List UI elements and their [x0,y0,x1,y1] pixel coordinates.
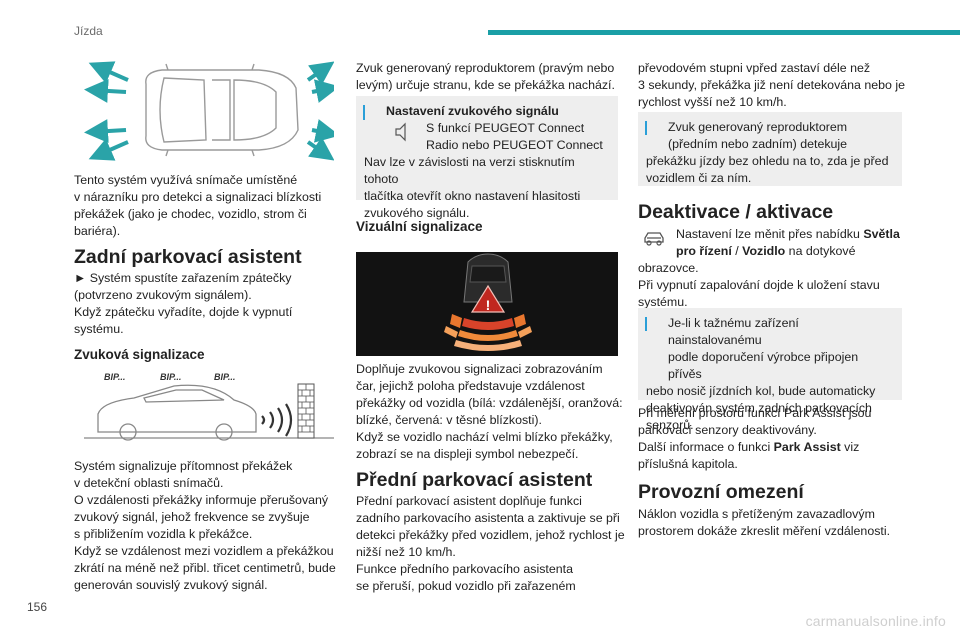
note-line: překážku jízdy bez ohledu na to, zda je … [646,154,889,168]
front-line: nižší než 10 km/h. [356,545,456,559]
intro-line: bariéra). [74,224,121,238]
menu-lights-cont: pro řízení [676,244,732,258]
note-line: zvukového signálu. [364,206,470,220]
sound-line: Systém signalizuje přítomnost překážek [74,459,293,473]
pa-line: Při měření prostoru funkcí Park Assist j… [638,406,872,420]
page-number: 156 [27,600,48,614]
visual-line: překážky od vozidla (bílá: vzdálenější, … [356,396,623,410]
front-line: Přední parkovací asistent doplňuje funkc… [356,494,582,508]
deact-text: na dotykové [785,244,856,258]
svg-text:!: ! [486,297,491,313]
sound-line: v detekční oblasti snímačů. [74,476,224,490]
visual-line: čar, jejichž poloha představuje vzdáleno… [356,379,585,393]
rear-line: ► Systém spustíte zařazením zpátečky [74,271,292,285]
note-towbar: Je-li k tažnému zařízení nainstalovanému… [638,308,902,432]
note-title: Nastavení zvukového signálu [386,104,559,118]
rear-line: (potvrzeno zvukovým signálem). [74,288,252,302]
note-line: Zvuk generovaný reproduktorem [668,120,848,134]
beep-label: BIP... [160,372,182,382]
top-line: levým) určuje stranu, kde se překážka na… [356,78,615,92]
visual-line: Když se vozidlo nachází velmi blízko pře… [356,430,613,444]
deact-line: pro řízení / Vozidlo na dotykové [638,243,908,260]
note-line: podle doporučení výrobce připojen přívěs [668,350,859,381]
top-line: 3 sekundy, překážka již není detekována … [638,78,906,92]
note-line: vozidlem či za ním. [646,171,752,185]
speaker-icon [394,122,410,142]
note-line: deaktivován systém zadních parkovacích [646,401,872,415]
front-line: zadního parkovacího asistenta a zaktivuj… [356,511,620,525]
heading-front-assist: Přední parkovací asistent [356,469,593,491]
beep-label: BIP... [104,372,126,382]
pa-text: viz [840,440,860,454]
park-assist-ref: Park Assist [773,440,841,454]
front-line: Funkce předního parkovacího asistenta [356,562,573,576]
sound-signal-illustration: BIP... BIP... BIP... [84,370,334,448]
sound-line: zkrátí na méně než přibl. třicet centime… [74,561,336,575]
top-line: Zvuk generovaný reproduktorem (pravým ne… [356,61,615,75]
parking-display-photo: ! [356,252,618,356]
rear-line: Když zpátečku vyřadíte, dojde k vypnutí [74,305,293,319]
note-line: (předním nebo zadním) detekuje [668,137,848,151]
note-line: Radio nebo PEUGEOT Connect [426,138,603,152]
menu-lights: Světla [863,227,900,241]
top-line: převodovém stupni vpřed zastaví déle než [638,61,871,75]
intro-line: v nárazníku pro detekci a signalizaci bl… [74,190,322,204]
beep-label: BIP... [214,372,236,382]
visual-line: zobrazí se na displeji symbol nebezpečí. [356,447,579,461]
note-speaker: Zvuk generovaný reproduktorem (předním n… [638,112,902,186]
intro-line: Tento systém využívá snímače umístěné [74,173,298,187]
heading-deactivation: Deaktivace / aktivace [638,201,834,223]
watermark: carmanualsonline.info [805,613,946,629]
section-label: Jízda [74,24,103,38]
top-accent-rule [488,30,960,35]
deact-text: Nastavení lze měnit přes nabídku [676,227,864,241]
heading-sound-signal: Zvuková signalizace [74,347,205,362]
heading-rear-assist: Zadní parkovací asistent [74,246,302,268]
deact-line: Při vypnutí zapalování dojde k uložení s… [638,278,880,292]
pa-line: Další informace o funkci Park Assist viz [638,439,908,456]
car-menu-icon [642,230,666,248]
note-line: nebo nosič jízdních kol, bude automatick… [646,384,876,398]
front-line: se přeruší, pokud vozidlo při zařazeném [356,579,576,593]
sound-line: zvukový signál, jehož frekvence se zvyšu… [74,510,310,524]
sound-line: generován souvislý zvukový signál. [74,578,268,592]
note-line: tlačítka otevřít okno nastavení hlasitos… [364,189,581,203]
heading-limits: Provozní omezení [638,481,804,503]
visual-line: Doplňuje zvukovou signalizaci zobrazován… [356,362,603,376]
sound-line: s přibližením vozidla k překážce. [74,527,253,541]
rear-line: systému. [74,322,124,336]
menu-vehicle: Vozidlo [742,244,786,258]
limits-line: Náklon vozidla s přetíženým zavazadlovým [638,507,875,521]
note-marker [645,317,647,331]
limits-line: prostorem dokáže zkreslit měření vzdálen… [638,524,891,538]
front-line: detekci překážky před vozidlem, jehož ry… [356,528,625,542]
note-sound-settings: Nastavení zvukového signálu S funkcí PEU… [356,96,618,220]
top-line: rychlost vyšší než 10 km/h. [638,95,787,109]
sound-line: O vzdálenosti překážky informuje přerušo… [74,493,329,507]
pa-text: Další informace o funkci [638,440,774,454]
deact-line: Nastavení lze měnit přes nabídku Světla [638,226,908,243]
visual-line: blízké, červená: v těsné blízkosti). [356,413,542,427]
deact-sep: / [731,244,743,258]
heading-visual-signal: Vizuální signalizace [356,219,483,234]
pa-line: parkovací senzory deaktivovány. [638,423,817,437]
pa-line: příslušná kapitola. [638,457,738,471]
car-sensor-illustration [84,58,334,162]
note-line: Je-li k tažnému zařízení nainstalovanému [668,316,799,347]
deact-line: systému. [638,295,688,309]
note-line: senzorů. [646,418,694,432]
note-line: S funkcí PEUGEOT Connect [426,121,585,135]
intro-line: překážek (jako je chodec, vozidlo, strom… [74,207,307,221]
note-line: Nav lze v závislosti na verzi stisknutím… [364,155,575,186]
note-marker [645,121,647,135]
deact-line: obrazovce. [638,261,699,275]
sound-line: Když se vzdálenost mezi vozidlem a překá… [74,544,334,558]
